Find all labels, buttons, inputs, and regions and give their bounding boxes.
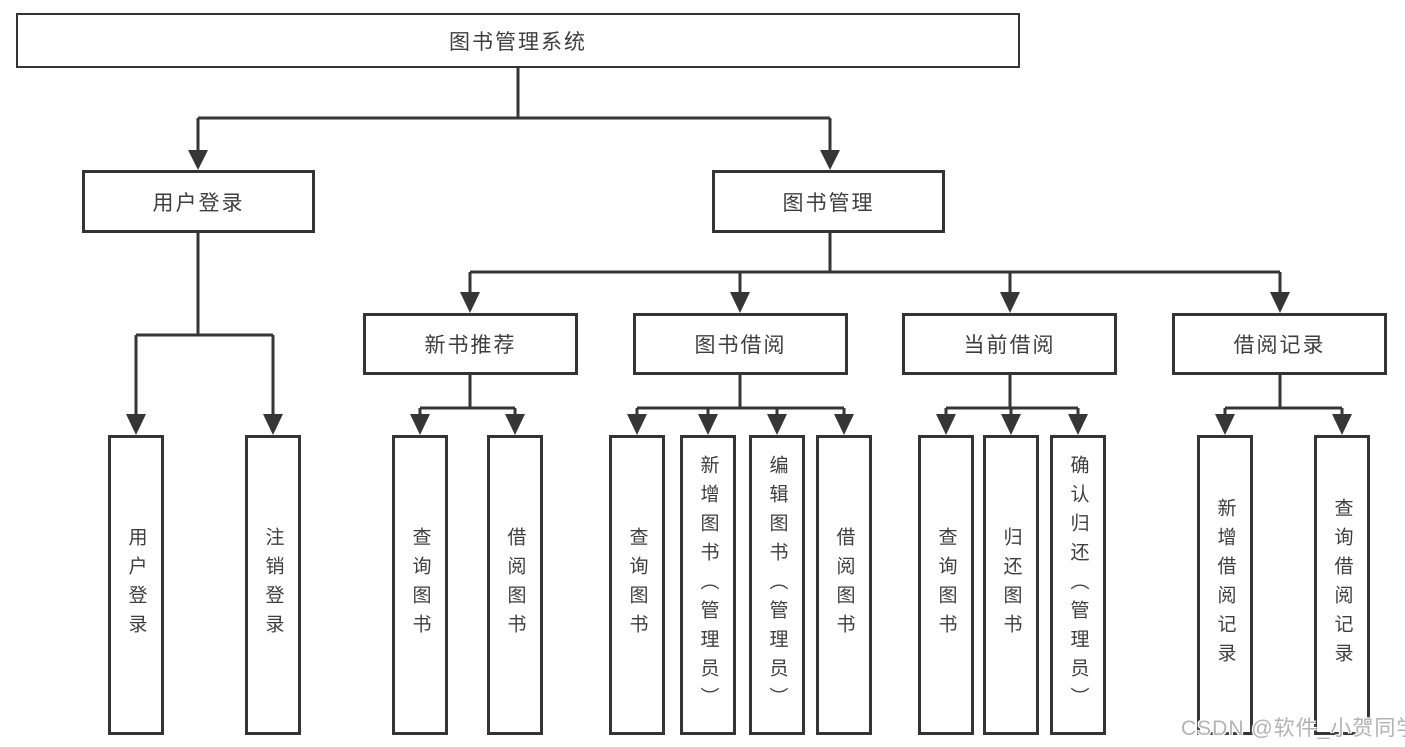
leaf-borrow-borrow-books: 借阅图书: [816, 435, 872, 735]
leaf-borrow-query-books: 查询图书: [609, 435, 665, 735]
leaf-records-query-record: 查询借阅记录: [1314, 435, 1370, 735]
node-new-book-recommend: 新书推荐: [363, 313, 578, 375]
node-book-borrow: 图书借阅: [633, 313, 848, 375]
leaf-logout: 注销登录: [245, 435, 301, 735]
node-user-login: 用户登录: [82, 170, 315, 233]
node-book-management: 图书管理: [712, 170, 945, 233]
leaf-current-return-books: 归还图书: [983, 435, 1039, 735]
leaf-user-login: 用户登录: [108, 435, 164, 735]
leaf-records-add-record: 新增借阅记录: [1197, 435, 1253, 735]
csdn-watermark: CSDN @软件_小贺同学: [1181, 717, 1405, 740]
leaf-borrow-add-books-admin: 新增图书（管理员）: [680, 435, 736, 735]
leaf-current-query-books: 查询图书: [918, 435, 974, 735]
node-current-borrow: 当前借阅: [902, 313, 1117, 375]
leaf-recommend-query-books: 查询图书: [392, 435, 448, 735]
node-library-management-system: 图书管理系统: [16, 13, 1020, 68]
node-borrow-records: 借阅记录: [1172, 313, 1387, 375]
leaf-borrow-edit-books-admin: 编辑图书（管理员）: [749, 435, 805, 735]
leaf-current-confirm-return-admin: 确认归还（管理员）: [1050, 435, 1106, 735]
leaf-recommend-borrow-books: 借阅图书: [487, 435, 543, 735]
